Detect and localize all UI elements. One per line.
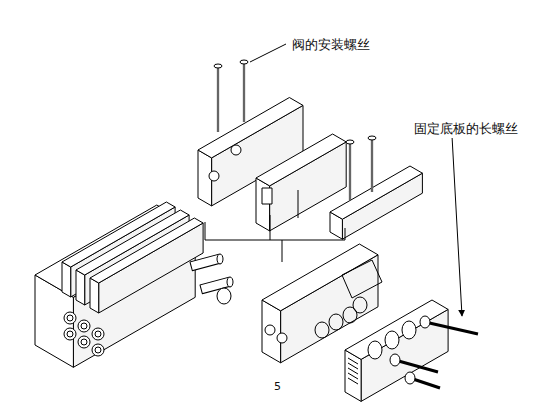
port-fitting (64, 328, 76, 340)
valve-screw (214, 64, 222, 132)
valve-screw (368, 136, 376, 192)
port-fitting (67, 331, 73, 337)
bracket-line (282, 240, 283, 262)
port-fitting (67, 315, 73, 321)
port-fitting (81, 323, 87, 329)
long-screw (405, 372, 440, 388)
port-fitting (95, 331, 101, 337)
o-ring (329, 314, 343, 330)
port-fitting (92, 344, 104, 356)
gasket (342, 260, 382, 298)
part-name: 固定底板的长螺丝 (412, 120, 520, 138)
part-name: 阀的安装螺丝 (290, 36, 372, 54)
plug (217, 288, 231, 304)
o-ring (343, 307, 357, 323)
port-fitting (95, 347, 101, 353)
leader-line (452, 136, 462, 316)
bracket-line (270, 215, 271, 240)
valve-screw (240, 60, 248, 122)
leader-line (250, 44, 286, 62)
end-plate (345, 300, 448, 401)
port-fitting (64, 312, 76, 324)
bracket-line (205, 222, 345, 240)
long-screw (390, 354, 438, 372)
fitting (190, 254, 223, 271)
page-number: 5 (272, 380, 283, 393)
blank-plate (330, 166, 422, 239)
valve-screw (346, 140, 354, 200)
long-screw (420, 316, 478, 334)
port-fitting (78, 320, 90, 332)
mounted-valve (90, 218, 203, 313)
o-ring (315, 322, 329, 338)
o-ring (353, 297, 367, 313)
port-fitting (81, 339, 87, 345)
port-fitting (92, 328, 104, 340)
port-fitting (78, 336, 90, 348)
